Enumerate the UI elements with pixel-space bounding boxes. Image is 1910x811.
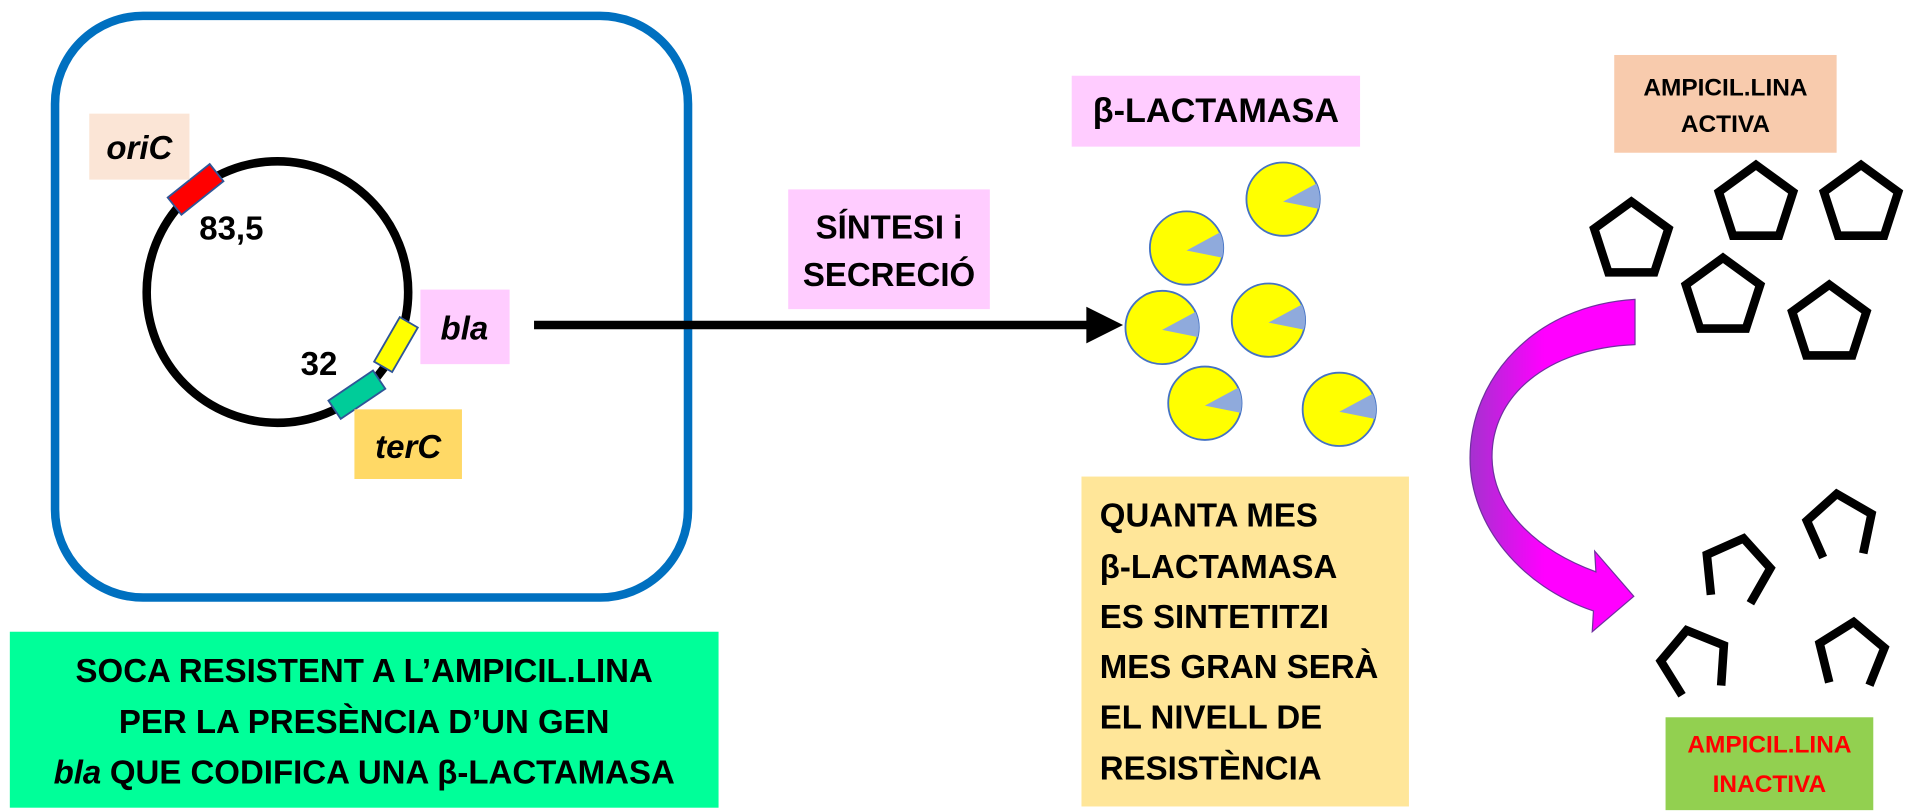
oric-label: oriC: [106, 129, 173, 166]
enzyme-active-site: [1204, 387, 1242, 413]
enzyme-molecule: [1230, 282, 1307, 358]
oric-marker: [166, 162, 225, 217]
enzyme-molecules: [1124, 161, 1377, 447]
bla-marker: [372, 315, 420, 374]
synthesis-arrow: [534, 306, 1124, 344]
active-ampicillin-molecule: [1680, 252, 1766, 333]
strain-caption-box: SOCA RESISTENT A L’AMPICIL.LINA PER LA P…: [9, 631, 719, 808]
chromosome: [142, 157, 413, 428]
inactive-ampicillin-molecule: [1814, 616, 1890, 687]
enzyme-active-site: [1268, 304, 1306, 330]
inactive-ampicillin-label-background: [1665, 717, 1874, 811]
caption-line-1: SOCA RESISTENT A L’AMPICIL.LINA: [76, 652, 653, 689]
inactive-ampicillin-label-line-2: INACTIVA: [1713, 771, 1827, 798]
synthesis-label-line-2: SECRECIÓ: [803, 256, 975, 293]
enzyme-molecule: [1245, 161, 1321, 237]
note-line: ES SINTETITZI: [1100, 598, 1329, 635]
synthesis-label-background: [788, 189, 990, 310]
terc-label-background: [354, 409, 462, 479]
note-line: β-LACTAMASA: [1100, 548, 1338, 585]
synthesis-label-box: SÍNTESI i SECRECIÓ: [788, 189, 990, 310]
enzyme-active-site: [1339, 393, 1376, 419]
bacterial-cell: oriC 83,5 bla 32 terC: [50, 11, 693, 602]
oric-label-background: [89, 113, 190, 180]
bla-label-background: [420, 289, 510, 365]
enzyme-molecule: [1148, 210, 1225, 286]
inactive-ampicillin-molecules: [1655, 488, 1890, 698]
enzyme-label-box: β-LACTAMASA: [1071, 75, 1361, 147]
active-ampicillin-label-box: AMPICIL.LINA ACTIVA: [1614, 54, 1837, 153]
synthesis-label-line-1: SÍNTESI i: [816, 208, 963, 245]
terc-marker: [327, 369, 387, 421]
bla-label-box: bla: [420, 289, 510, 365]
terc-label-box: terC: [354, 409, 462, 479]
active-ampicillin-label-background: [1614, 54, 1837, 153]
caption-line-2: PER LA PRESÈNCIA D’UN GEN: [119, 703, 610, 740]
active-ampicillin-molecule: [1787, 279, 1872, 360]
inactive-ampicillin-label-line-1: AMPICIL.LINA: [1687, 732, 1851, 759]
active-ampicillin-molecule: [1818, 159, 1904, 240]
enzyme-active-site: [1283, 183, 1320, 209]
enzyme-label-background: [1071, 75, 1361, 147]
enzyme-active-site: [1162, 311, 1199, 338]
enzyme-active-site: [1186, 232, 1224, 258]
active-ampicillin-molecule: [1713, 159, 1799, 240]
bla-label: bla: [441, 310, 489, 347]
strain-caption-background: [9, 631, 719, 808]
note-line: MES GRAN SERÀ: [1100, 648, 1379, 685]
oric-label-box: oriC: [89, 113, 190, 180]
inactivation-arrow: [1469, 298, 1636, 634]
inactive-ampicillin-molecule: [1702, 533, 1776, 606]
caption-gene-name: bla: [54, 753, 102, 790]
enzyme-label: β-LACTAMASA: [1093, 92, 1339, 130]
terc-label: terC: [375, 428, 442, 465]
enzyme-molecule: [1167, 365, 1243, 441]
cell-wall: [50, 11, 693, 602]
active-ampicillin-molecules: [1589, 159, 1904, 360]
caption-line-3-rest: QUE CODIFICA UNA β-LACTAMASA: [110, 753, 675, 790]
active-ampicillin-label-line-2: ACTIVA: [1681, 111, 1770, 138]
enzyme-molecule: [1124, 289, 1200, 366]
resistance-note-box: QUANTA MES β-LACTAMASA ES SINTETITZI MES…: [1081, 476, 1409, 807]
resistance-note-background: [1081, 476, 1409, 807]
oric-position-label: 83,5: [199, 209, 263, 246]
note-line: RESISTÈNCIA: [1100, 750, 1322, 787]
inactive-ampicillin-molecule: [1655, 625, 1729, 698]
inactive-ampicillin-label-box: AMPICIL.LINA INACTIVA: [1665, 717, 1874, 811]
synthesis-arrow-head: [1086, 306, 1124, 344]
terc-position-label: 32: [301, 345, 338, 382]
note-line: QUANTA MES: [1100, 497, 1318, 534]
inactive-ampicillin-molecule: [1801, 488, 1877, 560]
active-ampicillin-label-line-1: AMPICIL.LINA: [1643, 74, 1807, 101]
active-ampicillin-molecule: [1589, 196, 1674, 277]
note-line: EL NIVELL DE: [1100, 698, 1322, 735]
enzyme-molecule: [1301, 371, 1377, 447]
